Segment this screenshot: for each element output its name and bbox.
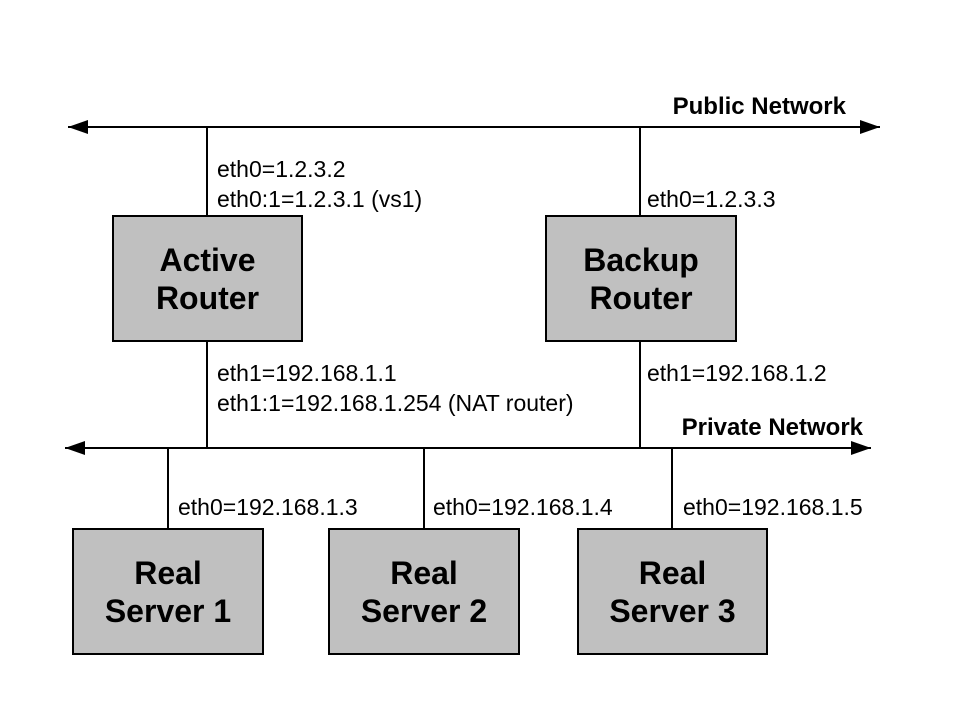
- connector-real-server-3: [671, 448, 673, 529]
- backup-router-label-line1: Backup: [583, 241, 699, 278]
- private-network-line: [65, 447, 871, 449]
- arrowhead-left-icon: [68, 120, 88, 134]
- real-server-2-label-line1: Real: [390, 554, 458, 591]
- active-router-label-line2: Router: [155, 279, 260, 316]
- active-router-public-interfaces: eth0=1.2.3.2 eth0:1=1.2.3.1 (vs1): [217, 154, 422, 214]
- real-server-3-label-line2: Server 3: [609, 592, 736, 629]
- real-server-3-label-line1: Real: [638, 554, 707, 591]
- backup-router-label-line2: Router: [589, 279, 693, 316]
- real-server-1-eth0-label: eth0=192.168.1.3: [178, 494, 358, 520]
- arrowhead-right-icon: [851, 441, 871, 455]
- connector-active-router-public: [206, 127, 208, 216]
- active-router-eth1-label: eth1=192.168.1.1: [217, 360, 397, 386]
- arrowhead-right-icon: [860, 120, 880, 134]
- active-router-label-line1: Active: [159, 241, 256, 278]
- active-router-eth1-alias-label: eth1:1=192.168.1.254 (NAT router): [217, 390, 574, 416]
- real-server-3-box: Real Server 3: [577, 528, 768, 655]
- real-server-1-label-line2: Server 1: [104, 592, 232, 629]
- real-server-2-label-line2: Server 2: [360, 592, 488, 629]
- connector-backup-router-public: [639, 127, 641, 216]
- real-server-2-eth0-label: eth0=192.168.1.4: [433, 494, 613, 520]
- real-server-1-box: Real Server 1: [72, 528, 264, 655]
- connector-real-server-2: [423, 448, 425, 529]
- real-server-1-label-line1: Real: [134, 554, 202, 591]
- real-server-3-eth0-label: eth0=192.168.1.5: [683, 494, 863, 520]
- connector-active-router-private: [206, 341, 208, 448]
- backup-router-box: Backup Router: [545, 215, 737, 342]
- connector-backup-router-private: [639, 341, 641, 448]
- public-network-label: Public Network: [672, 93, 846, 120]
- arrowhead-left-icon: [65, 441, 85, 455]
- active-router-eth0-label: eth0=1.2.3.2: [217, 156, 346, 182]
- active-router-box: Active Router: [112, 215, 303, 342]
- public-network-line: [68, 126, 880, 128]
- active-router-eth0-alias-label: eth0:1=1.2.3.1 (vs1): [217, 186, 423, 212]
- private-network-label: Private Network: [681, 414, 863, 441]
- active-router-private-interfaces: eth1=192.168.1.1 eth1:1=192.168.1.254 (N…: [217, 358, 574, 418]
- connector-real-server-1: [167, 448, 169, 529]
- real-server-2-box: Real Server 2: [328, 528, 520, 655]
- backup-router-eth0-label: eth0=1.2.3.3: [647, 186, 776, 212]
- backup-router-eth1-label: eth1=192.168.1.2: [647, 360, 827, 386]
